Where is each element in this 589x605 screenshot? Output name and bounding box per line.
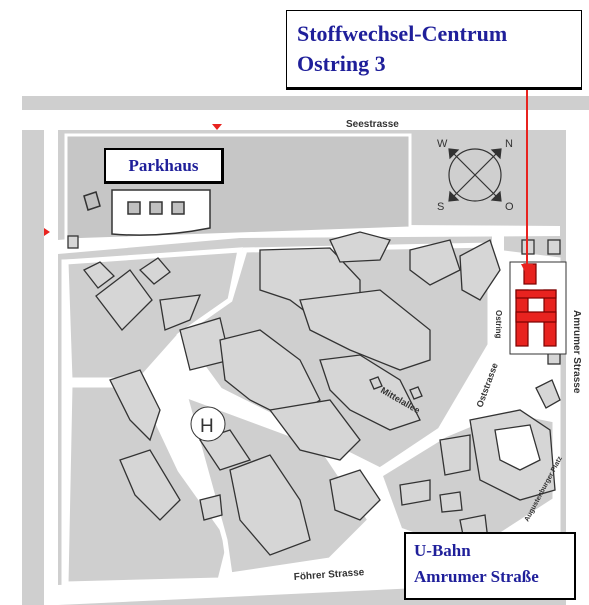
street-seestrasse: Seestrasse	[346, 119, 399, 130]
helipad-label: H	[200, 416, 214, 437]
compass-o: O	[505, 201, 514, 213]
seestrasse-road	[22, 110, 589, 130]
compass-icon	[448, 148, 502, 202]
pointer-arrow-head	[521, 264, 533, 276]
compass-s: S	[437, 201, 444, 213]
street-amrumer: Amrumer Strasse	[571, 310, 582, 394]
ubahn-station: Amrumer Straße	[414, 567, 539, 586]
amrumer-road	[566, 130, 589, 605]
centrum-callout: Stoffwechsel-Centrum Ostring 3	[286, 10, 582, 90]
ubahn-callout: U-Bahn Amrumer Straße	[404, 532, 576, 600]
compass-n: N	[505, 138, 513, 150]
centrum-name: Stoffwechsel-Centrum	[297, 21, 508, 46]
entrance-marker-left	[44, 228, 50, 236]
centrum-address: Ostring 3	[297, 51, 386, 76]
compass-w: W	[437, 138, 448, 150]
street-ostring: Ostring	[494, 310, 503, 339]
street-foehrer: Föhrer Strasse	[293, 567, 365, 583]
centrum-building	[515, 263, 557, 347]
ubahn-title: U-Bahn	[414, 541, 471, 560]
buildings	[67, 231, 561, 556]
parkhaus-buildings	[83, 189, 211, 236]
left-road	[44, 110, 58, 605]
helipad: H	[190, 406, 226, 442]
entrance-marker-top	[212, 124, 222, 130]
parkhaus-label: Parkhaus	[104, 148, 224, 184]
